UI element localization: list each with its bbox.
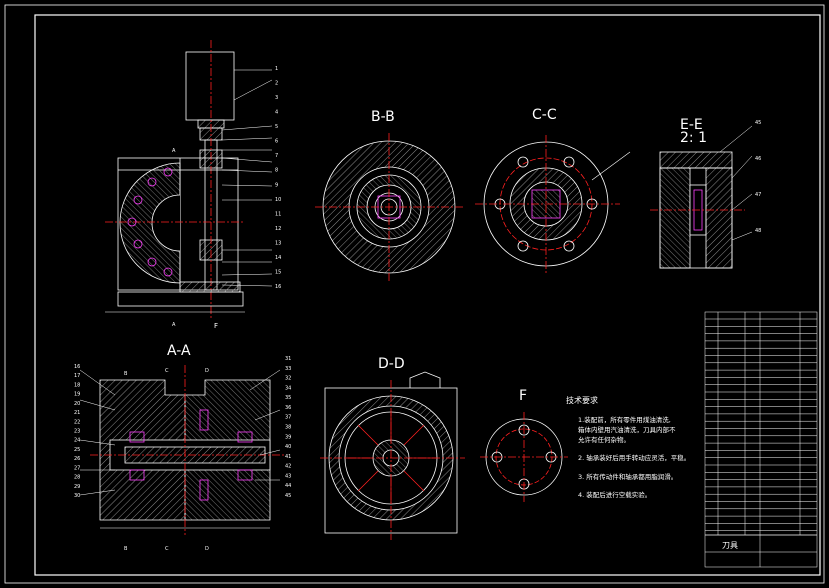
balloon-number: 9 xyxy=(275,182,278,188)
balloon-number: 33 xyxy=(285,366,291,372)
title-block-name: 刀具 xyxy=(722,541,738,550)
cut-marker-d-top: D xyxy=(205,368,209,374)
cut-marker-c-top: C xyxy=(165,368,169,374)
balloon-number: 18 xyxy=(74,382,80,388)
balloon-number: 37 xyxy=(285,415,291,421)
balloon-number: 3 xyxy=(275,95,278,101)
section-ee-view xyxy=(650,125,753,269)
section-dd-view xyxy=(320,371,465,540)
balloons-ee: 45 46 47 48 xyxy=(755,120,761,234)
note-line: 箱体内壁用汽油清洗，刀具内部不 xyxy=(578,425,676,434)
balloon-number: 42 xyxy=(285,464,291,470)
section-cc-view xyxy=(475,135,631,275)
section-label-dd: D-D xyxy=(378,356,405,372)
cut-marker-b-bottom: B xyxy=(124,546,128,552)
balloon-number: 20 xyxy=(74,401,80,407)
balloon-number: 16 xyxy=(275,284,281,290)
balloon-number: 28 xyxy=(74,475,80,481)
section-label-ee: E-E xyxy=(680,117,703,133)
balloon-number: 32 xyxy=(285,376,291,382)
balloon-number: 27 xyxy=(74,465,80,471)
balloon-number: 2 xyxy=(275,81,278,87)
note-line: 4. 装配后进行空载实验。 xyxy=(578,490,651,499)
balloon-number: 40 xyxy=(285,444,291,450)
balloon-number: 6 xyxy=(275,139,278,145)
outer-frame xyxy=(4,4,825,584)
balloon-number: 17 xyxy=(74,373,80,379)
note-line: 3. 所有传动件和轴承都用脂润滑。 xyxy=(578,472,677,481)
balloon-number: 46 xyxy=(755,156,761,162)
balloon-number: 26 xyxy=(74,456,80,462)
balloon-number: 5 xyxy=(275,124,278,130)
balloon-number: 23 xyxy=(74,429,80,435)
section-aa-view xyxy=(79,365,285,535)
balloon-number: 44 xyxy=(285,483,291,489)
balloon-number: 25 xyxy=(74,447,80,453)
cut-marker-a-bottom: A xyxy=(172,322,176,328)
balloon-number: 10 xyxy=(275,197,281,203)
motor-body xyxy=(185,51,235,121)
balloon-number: 45 xyxy=(285,493,291,499)
cutter-disc xyxy=(119,162,181,284)
balloon-number: 12 xyxy=(275,226,281,232)
balloon-number: 45 xyxy=(755,120,761,126)
section-label-bb: B-B xyxy=(371,109,395,125)
balloon-number: 24 xyxy=(74,438,80,444)
section-label-cc: C-C xyxy=(532,107,557,123)
cut-marker-b-top: B xyxy=(124,371,128,377)
balloon-number: 8 xyxy=(275,168,278,174)
cut-marker-a-top: A xyxy=(172,148,176,154)
cut-marker-f: F xyxy=(214,322,218,330)
note-line: 2. 轴承装好后用手转动应灵活，平稳。 xyxy=(578,453,690,462)
section-label-f: F xyxy=(519,388,527,404)
cut-marker-c-bottom: C xyxy=(165,546,169,552)
notes-title: 技术要求 xyxy=(566,395,598,405)
balloon-number: 39 xyxy=(285,434,291,440)
balloon-number: 35 xyxy=(285,395,291,401)
balloon-number: 43 xyxy=(285,473,291,479)
balloon-number: 34 xyxy=(285,385,291,391)
note-line: 1.装配前，所有零件用煤油清洗, xyxy=(578,415,671,424)
left-elevation-view xyxy=(105,40,273,320)
balloon-number: 16 xyxy=(74,364,80,370)
section-label-aa: A-A xyxy=(167,343,191,359)
balloon-number: 13 xyxy=(275,240,281,246)
parts-list-table xyxy=(704,311,818,568)
section-label-ee-scale: 2: 1 xyxy=(680,130,707,146)
balloon-number: 29 xyxy=(74,484,80,490)
balloon-number: 22 xyxy=(74,419,80,425)
housing-outline xyxy=(117,157,239,291)
technical-notes: 技术要求 1.装配前，所有零件用煤油清洗, 箱体内壁用汽油清洗，刀具内部不 允许… xyxy=(566,395,690,499)
balloon-number: 4 xyxy=(275,110,278,116)
balloon-number: 41 xyxy=(285,454,291,460)
balloon-number: 47 xyxy=(755,192,761,198)
inner-frame xyxy=(34,14,821,576)
balloon-number: 30 xyxy=(74,493,80,499)
view-f xyxy=(480,412,568,502)
balloon-number: 7 xyxy=(275,153,278,159)
balloon-number: 21 xyxy=(74,410,80,416)
balloon-number: 36 xyxy=(285,405,291,411)
balloon-number: 48 xyxy=(755,228,761,234)
balloon-number: 38 xyxy=(285,425,291,431)
balloons-aa-right: 31 33 32 34 35 36 37 38 39 40 41 42 43 44 45 xyxy=(285,356,291,499)
cut-marker-d-bottom: D xyxy=(205,546,209,552)
balloon-number: 31 xyxy=(285,356,291,362)
section-bb-view xyxy=(315,133,465,282)
balloons-aa-left: 16 17 18 19 20 21 22 23 24 25 26 27 28 29 30 xyxy=(74,364,80,499)
balloon-number: 1 xyxy=(275,66,278,72)
note-line: 允许有任何杂物。 xyxy=(578,435,630,444)
balloon-number: 11 xyxy=(275,211,281,217)
balloon-number: 19 xyxy=(74,392,80,398)
balloon-number: 14 xyxy=(275,255,281,261)
balloon-number: 15 xyxy=(275,269,281,275)
